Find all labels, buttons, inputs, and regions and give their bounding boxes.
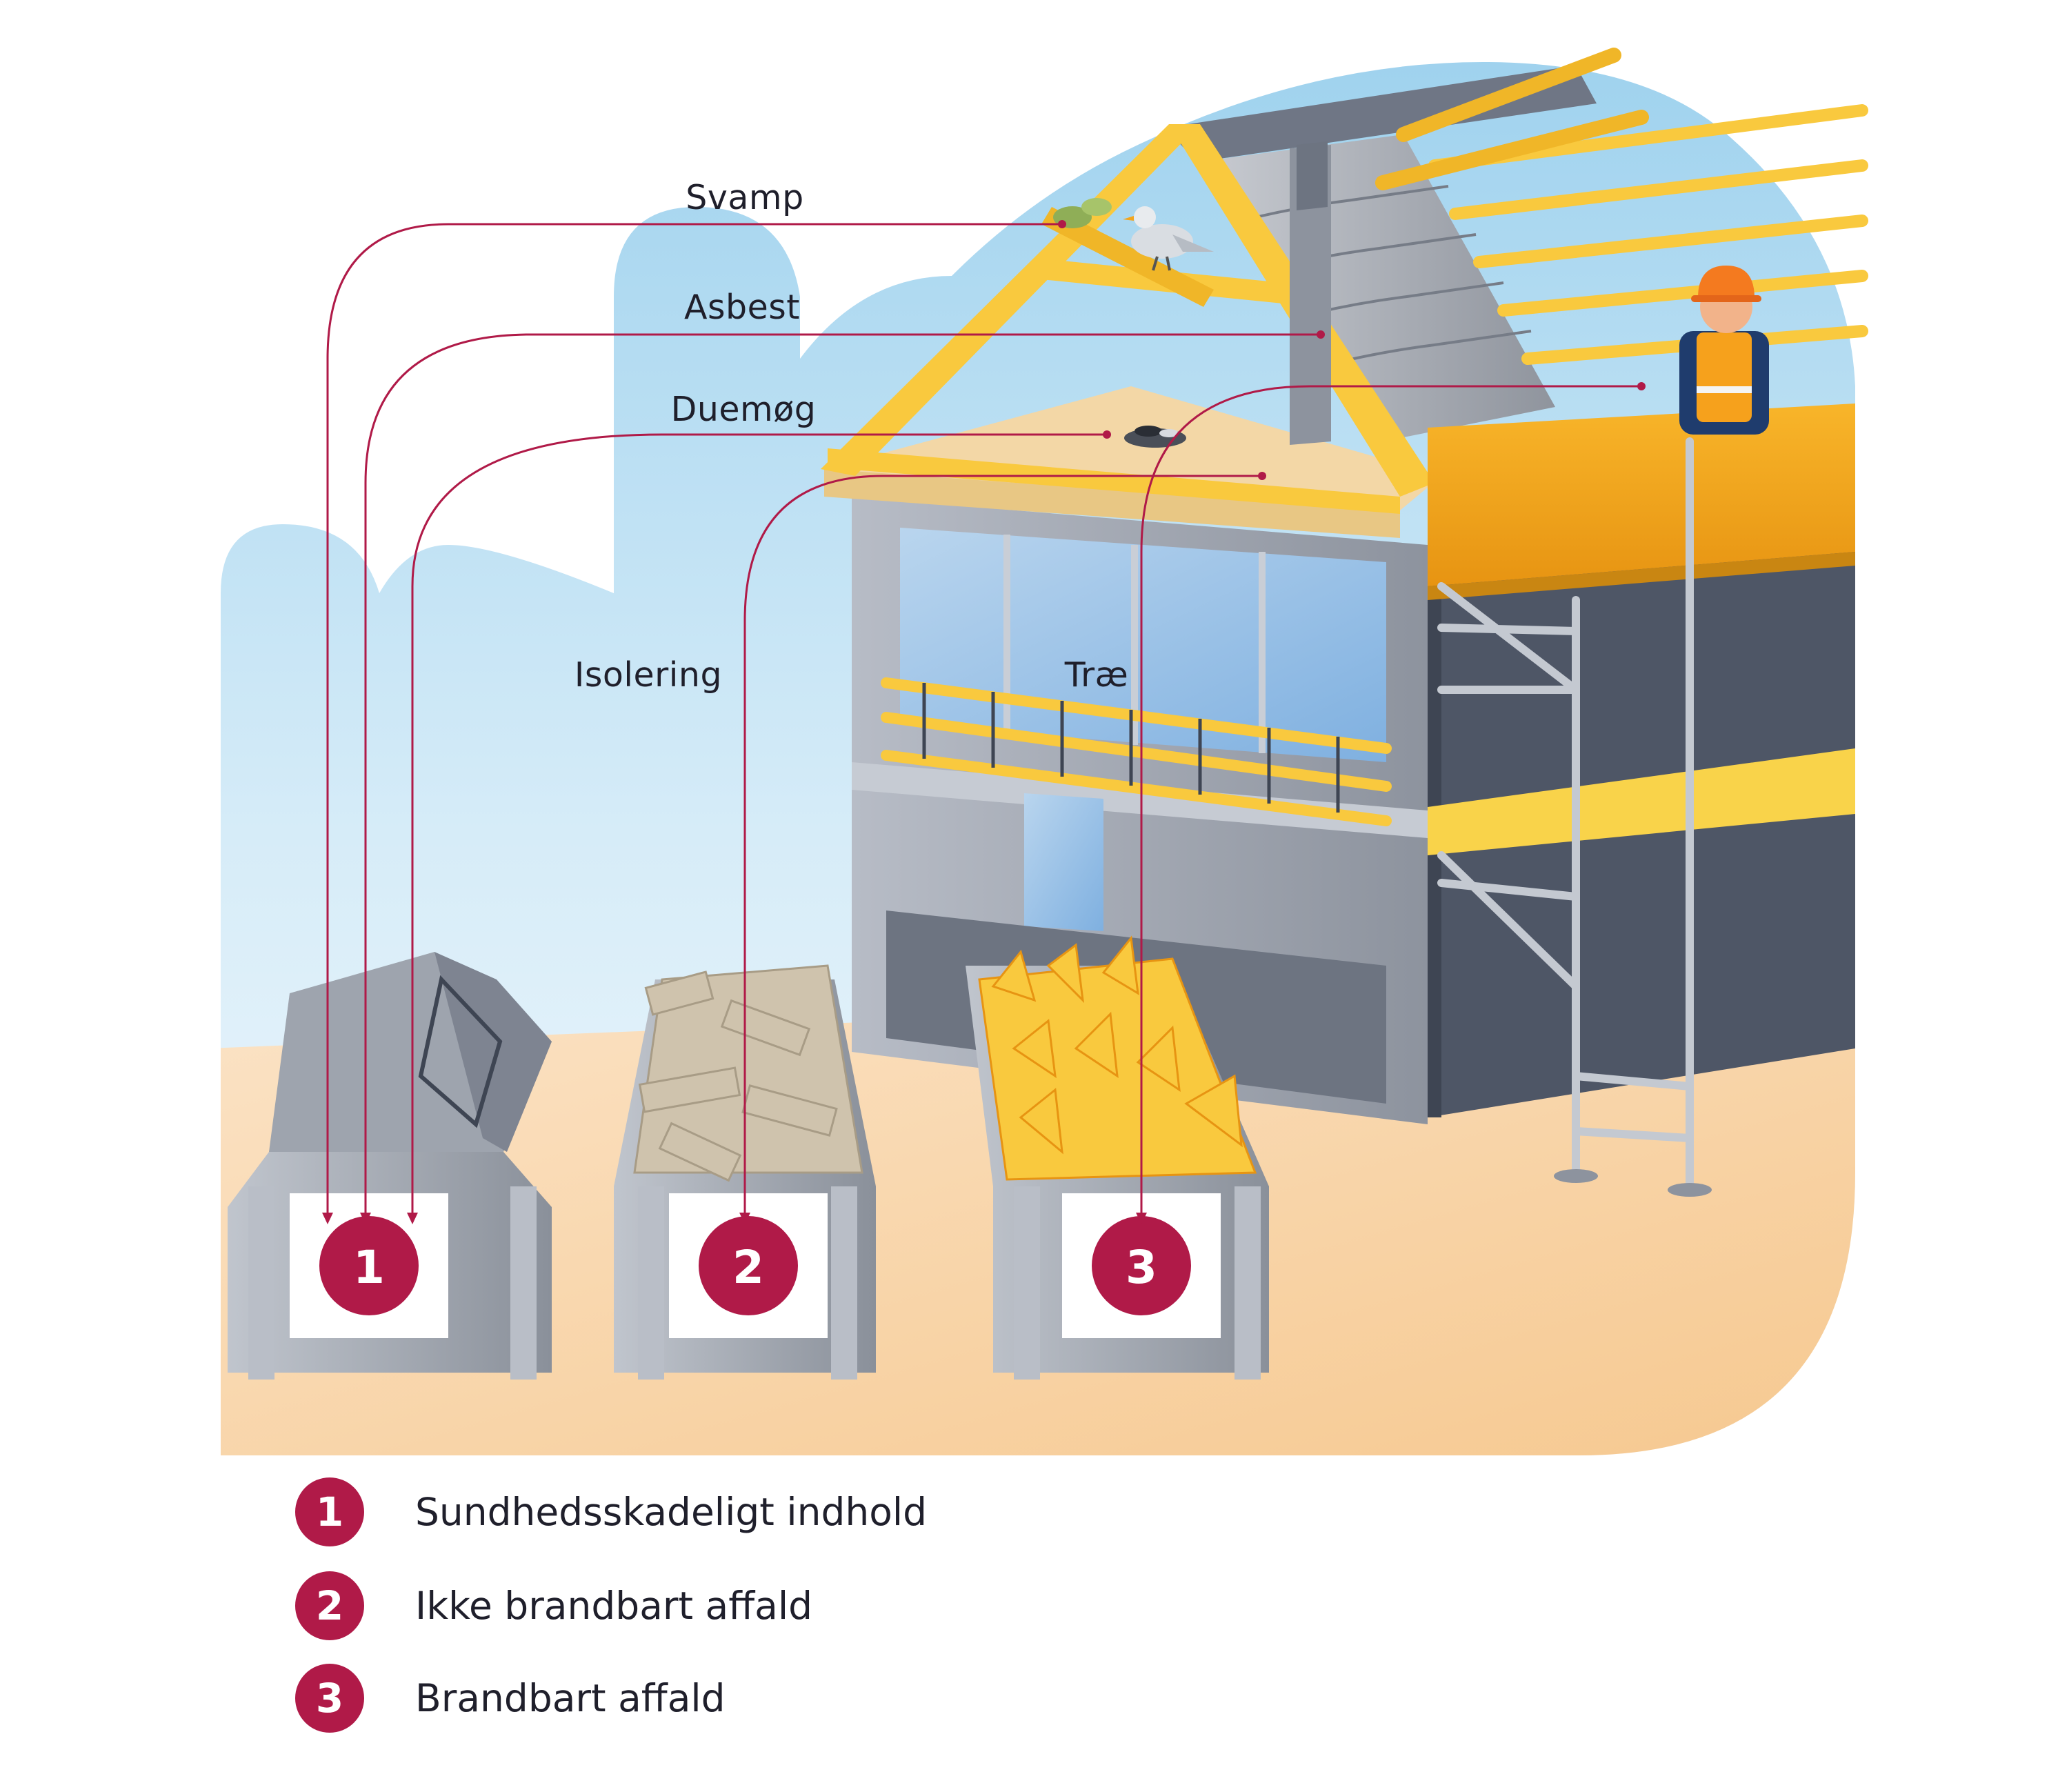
worker-icon xyxy=(1679,266,1769,435)
bin-2-number: 2 xyxy=(732,1241,764,1294)
label-isolering: Isolering xyxy=(574,655,723,695)
connector-svamp xyxy=(326,223,1062,1214)
connector-duemog xyxy=(411,433,1107,1214)
legend-number-3: 3 xyxy=(295,1664,364,1733)
connector-lines xyxy=(326,223,1641,1214)
scaffold xyxy=(1428,404,1855,1197)
connector-asbest xyxy=(364,333,1321,1214)
legend-number-2: 2 xyxy=(295,1571,364,1640)
container-1: 1 xyxy=(228,952,552,1380)
bin-1-number: 1 xyxy=(353,1241,385,1294)
legend-text-2: Ikke brandbart affald xyxy=(415,1584,813,1628)
label-duemog: Duemøg xyxy=(670,390,817,429)
label-asbest: Asbest xyxy=(683,288,801,327)
legend-item-2: 2 Ikke brandbart affald xyxy=(295,1571,1261,1647)
connector-dots xyxy=(1058,220,1646,480)
connector-arrows xyxy=(322,1213,1147,1224)
legend-text-3: Brandbart affald xyxy=(415,1676,726,1720)
legend-item-3: 3 Brandbart affald xyxy=(295,1664,1261,1740)
containers: 1 2 xyxy=(228,935,1269,1380)
chimney-icon xyxy=(1290,141,1331,445)
connector-trae xyxy=(1140,385,1641,1214)
bird-icon xyxy=(1123,206,1214,271)
label-svamp: Svamp xyxy=(686,178,804,217)
legend-item-1: 1 Sundhedsskadeligt indhold xyxy=(295,1477,1261,1553)
connector-isolering xyxy=(743,475,1262,1214)
label-trae: Træ xyxy=(1064,655,1129,695)
legend-number-1: 1 xyxy=(295,1477,364,1546)
bin-3-number: 3 xyxy=(1126,1241,1157,1294)
legend-text-1: Sundhedsskadeligt indhold xyxy=(415,1490,928,1534)
